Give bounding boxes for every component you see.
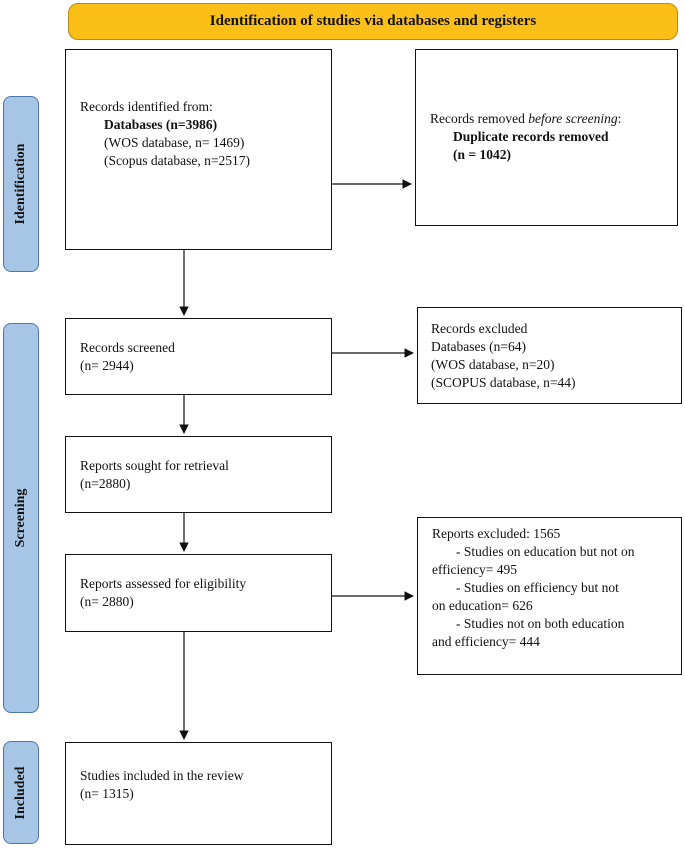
- reports-sought-box: Reports sought for retrieval (n=2880): [65, 436, 332, 513]
- excluded-wos: (WOS database, n=20): [431, 357, 555, 372]
- removed-intro-italic: before screening: [528, 111, 618, 126]
- reason-3-line-1: - Studies not on both education: [456, 616, 625, 631]
- phase-identification: Identification: [3, 96, 39, 272]
- reason-2-line-1: - Studies on efficiency but not: [456, 580, 619, 595]
- excluded-scopus: (SCOPUS database, n=44): [431, 375, 576, 390]
- excluded-label: Records excluded: [431, 321, 528, 336]
- identified-intro: Records identified from:: [80, 99, 213, 114]
- reports-excluded-box: Reports excluded: 1565 - Studies on educ…: [417, 517, 682, 675]
- excluded-databases: Databases (n=64): [431, 339, 526, 354]
- records-removed-box: Records removed before screening: Duplic…: [415, 49, 678, 226]
- identified-wos: (WOS database, n= 1469): [104, 135, 245, 150]
- reports-excluded-title: Reports excluded: 1565: [432, 526, 561, 541]
- reason-1-line-2: efficiency= 495: [432, 562, 517, 577]
- records-screened-box: Records screened (n= 2944): [65, 318, 332, 395]
- identified-scopus: (Scopus database, n=2517): [104, 153, 250, 168]
- records-excluded-box: Records excluded Databases (n=64) (WOS d…: [417, 307, 682, 404]
- removed-intro-prefix: Records removed: [430, 111, 529, 126]
- records-identified-box: Records identified from: Databases (n=39…: [65, 49, 332, 250]
- phase-screening: Screening: [3, 323, 39, 713]
- sought-count: (n=2880): [80, 476, 131, 491]
- reason-2-line-2: on education= 626: [432, 598, 533, 613]
- removed-intro-suffix: :: [617, 111, 622, 126]
- reason-3-line-2: and efficiency= 444: [432, 634, 540, 649]
- removed-duplicates: Duplicate records removed: [453, 129, 609, 144]
- header-title: Identification of studies via databases …: [209, 13, 537, 29]
- header-banner: Identification of studies via databases …: [68, 3, 678, 40]
- assessed-count: (n= 2880): [80, 594, 134, 609]
- identified-databases: Databases (n=3986): [104, 117, 218, 132]
- assessed-label: Reports assessed for eligibility: [80, 576, 247, 591]
- studies-included-box: Studies included in the review (n= 1315): [65, 742, 332, 845]
- screened-count: (n= 2944): [80, 358, 134, 373]
- removed-count: (n = 1042): [453, 147, 511, 162]
- included-label: Studies included in the review: [80, 768, 244, 783]
- phase-included: Included: [3, 741, 39, 844]
- reason-1-line-1: - Studies on education but not on: [456, 544, 635, 559]
- reports-assessed-box: Reports assessed for eligibility (n= 288…: [65, 554, 332, 632]
- removed-intro: Records removed before screening:: [430, 110, 677, 128]
- sought-label: Reports sought for retrieval: [80, 458, 229, 473]
- screened-label: Records screened: [80, 340, 175, 355]
- included-count: (n= 1315): [80, 786, 134, 801]
